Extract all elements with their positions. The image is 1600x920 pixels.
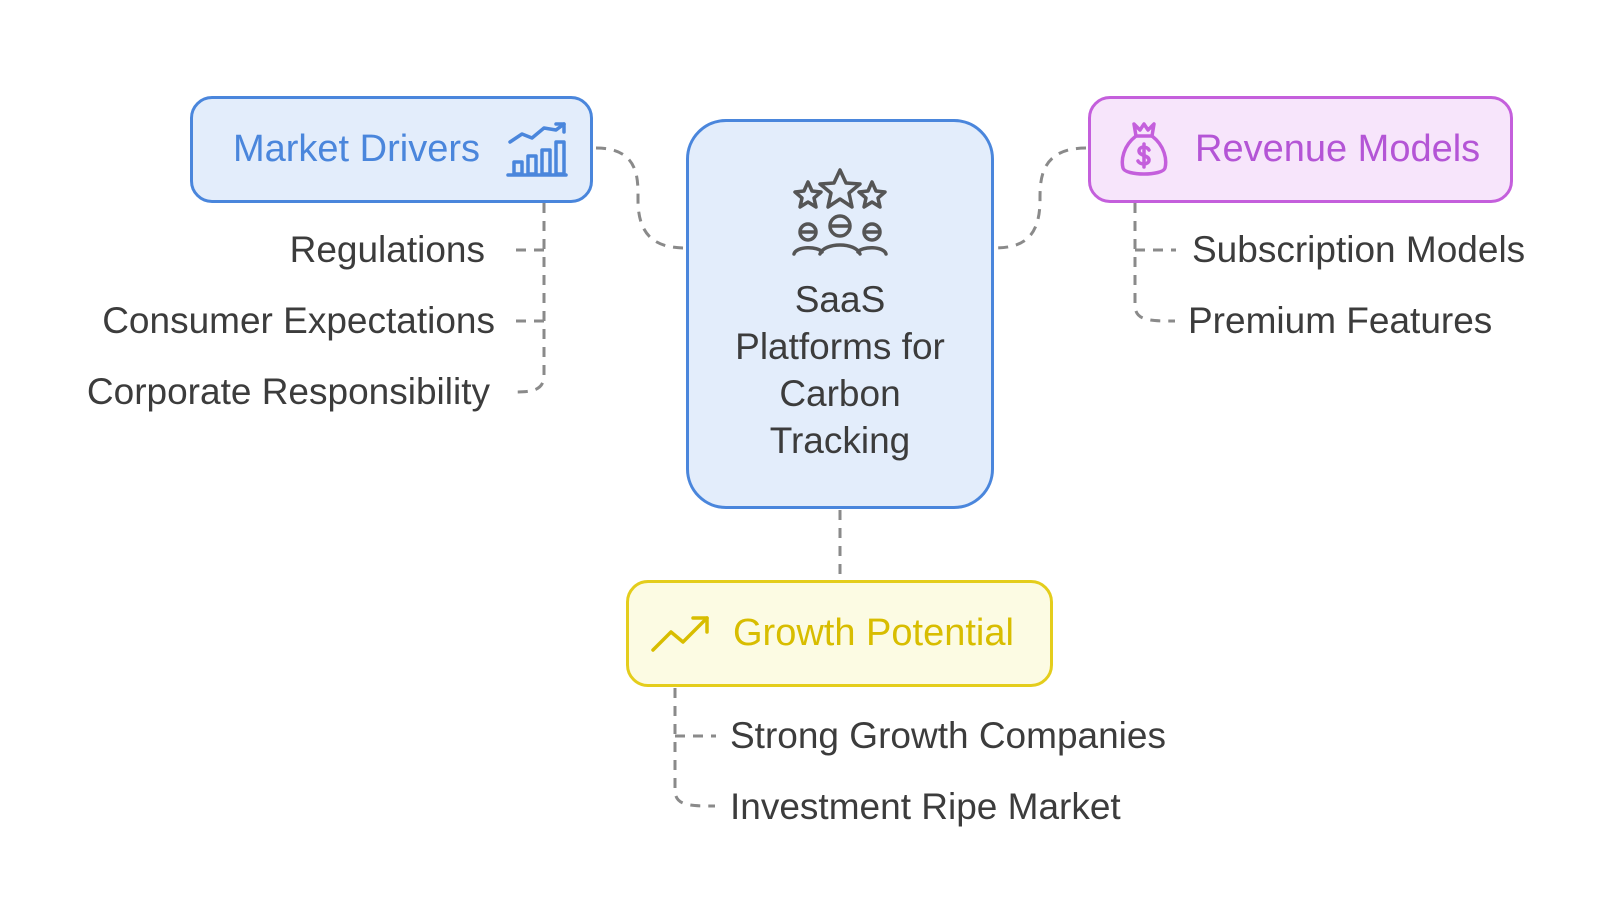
- revenue-models-title: Revenue Models: [1195, 128, 1481, 170]
- leaf-premium-features: Premium Features: [1188, 300, 1493, 341]
- center-title: SaaS Platforms for Carbon Tracking: [735, 279, 945, 461]
- market-drivers-box: Market Drivers: [190, 96, 593, 203]
- center-node: SaaS Platforms for Carbon Tracking: [686, 119, 994, 509]
- growth-bar-chart-icon: [506, 121, 568, 178]
- market-drivers-title: Market Drivers: [232, 128, 480, 170]
- stars-people-icon: [790, 166, 890, 262]
- leaf-consumer-expectations: Consumer Expectations: [102, 300, 495, 341]
- growth-potential-title: Growth Potential: [733, 612, 1014, 654]
- leaf-regulations: Regulations: [289, 229, 485, 270]
- revenue-models-box: Revenue Models: [1088, 96, 1513, 203]
- money-bag-icon: [1119, 120, 1169, 180]
- leaf-investment-ripe-market: Investment Ripe Market: [730, 786, 1121, 827]
- connector-growth-spine: [673, 688, 716, 808]
- connector-market-center: [595, 146, 687, 250]
- leaf-subscription-models: Subscription Models: [1192, 229, 1526, 270]
- connector-revenue-center: [993, 146, 1087, 250]
- connector-market-spine: [509, 203, 546, 394]
- connector-revenue-spine: [1133, 203, 1176, 323]
- trending-up-icon: [651, 614, 711, 654]
- leaf-strong-growth-companies: Strong Growth Companies: [730, 715, 1166, 756]
- growth-potential-box: Growth Potential: [626, 580, 1053, 687]
- leaf-corporate-responsibility: Corporate Responsibility: [86, 371, 490, 412]
